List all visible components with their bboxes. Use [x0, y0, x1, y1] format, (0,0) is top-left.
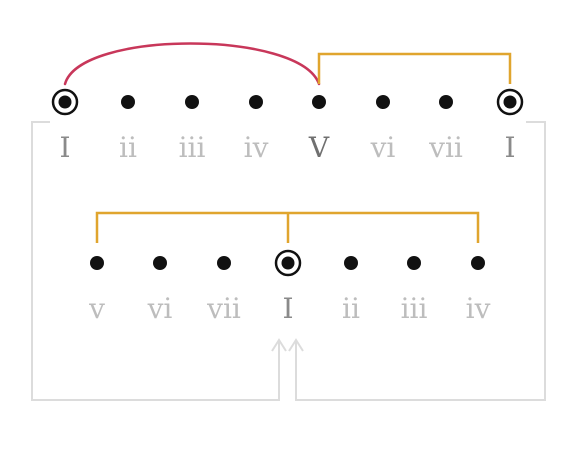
lower-label-0: v [88, 292, 105, 325]
lower-dot-6 [471, 256, 485, 270]
upper-dot-1 [121, 95, 135, 109]
upper-dot-4 [312, 95, 326, 109]
lower-dot-2 [217, 256, 231, 270]
upper-label-7: I [504, 131, 515, 164]
left-connector-line [31, 121, 280, 401]
lower-dot-0 [90, 256, 104, 270]
lower-dot-1 [153, 256, 167, 270]
lower-label-4: ii [342, 292, 360, 325]
upper-dot-6 [439, 95, 453, 109]
upper-label-4: V [308, 131, 330, 164]
upper-tonic-dot-7 [503, 95, 517, 109]
up-arrow-icon [271, 338, 287, 352]
upper-bracket [317, 52, 512, 84]
connector-lines [31, 121, 546, 401]
upper-label-3: iv [244, 131, 269, 164]
upper-scale-dots [51, 88, 524, 116]
upper-label-0: I [59, 131, 70, 164]
lower-dot-5 [407, 256, 421, 270]
lower-tonic-dot-3 [281, 256, 295, 270]
lower-label-5: iii [401, 292, 428, 325]
upper-dot-3 [249, 95, 263, 109]
upper-dot-5 [376, 95, 390, 109]
upper-dot-2 [185, 95, 199, 109]
upper-label-1: ii [119, 131, 137, 164]
upper-label-2: iii [179, 131, 206, 164]
upper-label-5: vi [370, 131, 396, 164]
right-connector-line [295, 121, 546, 401]
lower-label-6: iv [466, 292, 491, 325]
upper-tonic-dot-0 [58, 95, 72, 109]
up-arrow-icon [288, 338, 304, 352]
lower-scale-dots [90, 249, 485, 277]
tonic-dominant-arc [63, 42, 321, 86]
lower-dot-4 [344, 256, 358, 270]
upper-label-6: vii [428, 131, 463, 164]
lower-label-1: vi [147, 292, 173, 325]
relation-links [63, 42, 512, 243]
lower-label-3: I [282, 292, 293, 325]
lower-label-2: vii [206, 292, 241, 325]
